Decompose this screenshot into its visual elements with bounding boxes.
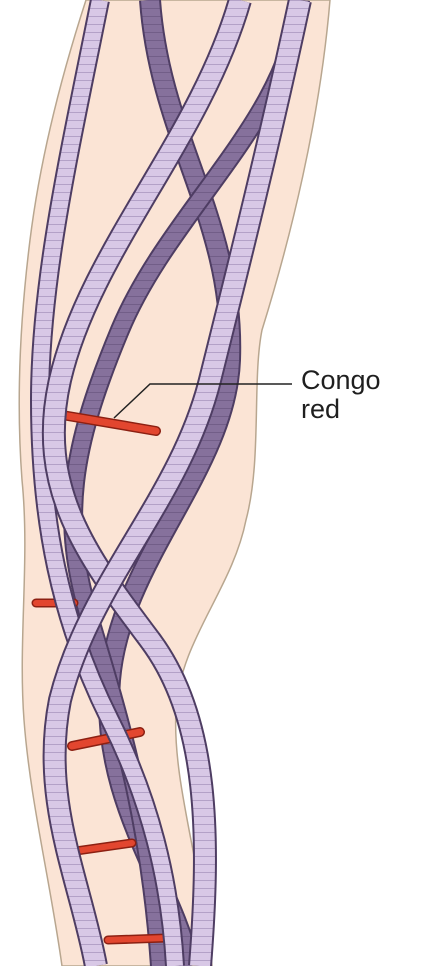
dye-molecule-5-core [108,938,166,940]
congo-red-label: Congo red [301,366,381,424]
congo-red-label-line2: red [301,395,381,424]
congo-red-label-line1: Congo [301,366,381,395]
